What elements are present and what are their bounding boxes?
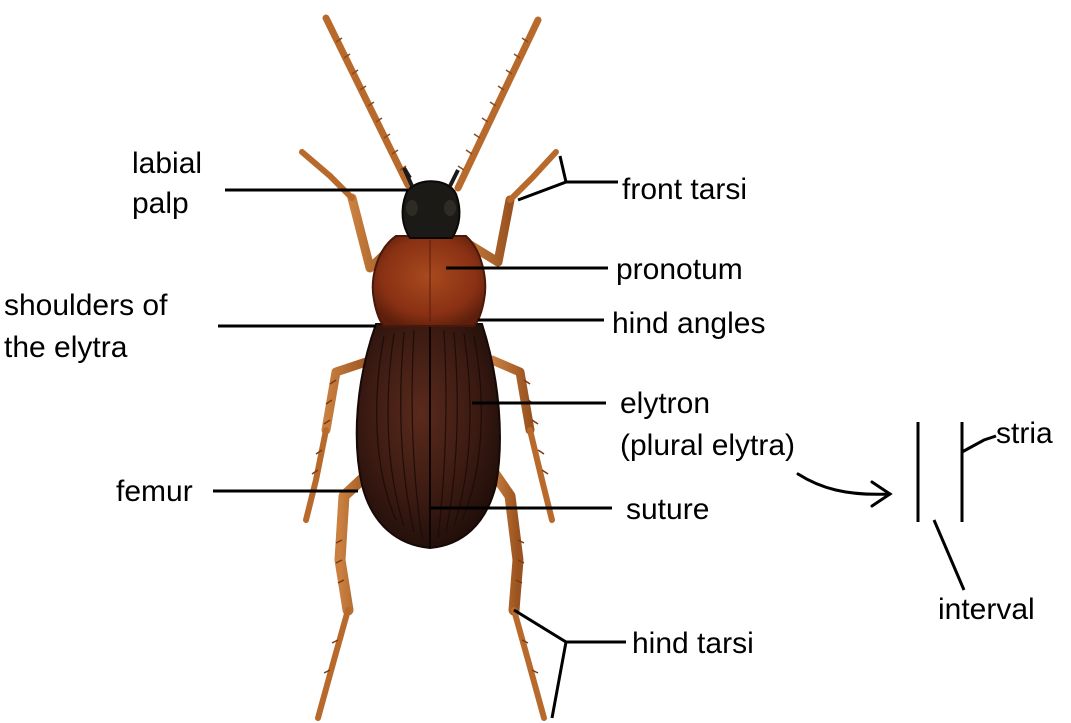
label-elytron-line1: elytron <box>620 386 710 422</box>
leader-lines <box>213 156 996 718</box>
label-elytron-line2: (plural elytra) <box>620 428 795 464</box>
curved-arrow-icon <box>798 474 890 506</box>
pronotum-shape <box>373 236 485 326</box>
label-labial-palp-line2: palp <box>132 186 189 222</box>
label-labial-palp-line1: labial <box>132 146 202 182</box>
label-shoulders-line2: the elytra <box>4 330 127 366</box>
label-front-tarsi: front tarsi <box>622 172 747 208</box>
label-interval: interval <box>938 592 1035 628</box>
label-hind-angles: hind angles <box>612 306 765 342</box>
elytra <box>357 324 500 548</box>
hind-tarsi-segments <box>318 610 544 718</box>
label-femur: femur <box>116 474 193 510</box>
label-suture: suture <box>626 492 709 528</box>
label-shoulders-line1: shoulders of <box>4 288 167 324</box>
label-stria: stria <box>996 416 1053 452</box>
antennae <box>326 18 538 188</box>
label-pronotum: pronotum <box>616 252 743 288</box>
label-hind-tarsi: hind tarsi <box>632 626 754 662</box>
